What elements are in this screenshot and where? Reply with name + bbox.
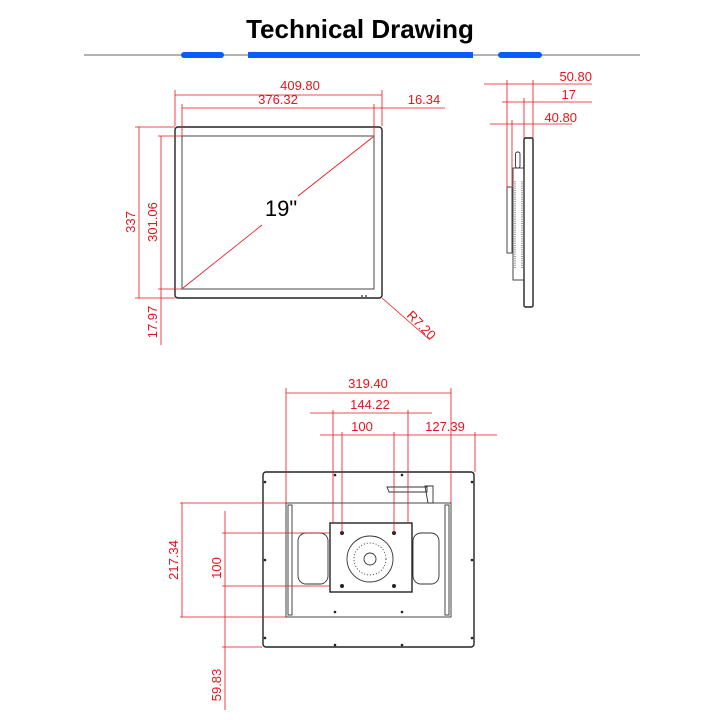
side-back-plate — [506, 186, 513, 254]
dim-total-depth: 50.80 — [559, 69, 592, 84]
screen-size-label: 19" — [265, 196, 297, 221]
side-view: 50.80 17 40.80 — [484, 69, 592, 308]
diagonal-line-upper — [297, 136, 374, 197]
back-extension-lines — [180, 388, 476, 648]
side-vent-fins — [514, 180, 523, 268]
back-view: 319.40 144.22 100 127.39 217.34 100 59.8… — [166, 376, 497, 710]
dim-vesa-h: 100 — [351, 419, 373, 434]
dim-corner-radius: R7.20 — [404, 308, 439, 343]
leader-corner-radius — [381, 297, 431, 341]
vesa-hole — [340, 584, 344, 588]
vesa-hole — [392, 584, 396, 588]
extension-lines — [135, 90, 383, 299]
page-title: Technical Drawing — [246, 14, 474, 44]
dim-panel-depth: 17 — [562, 87, 576, 102]
dim-back-depth: 40.80 — [544, 110, 577, 125]
turntable-disc — [346, 535, 394, 583]
monitor-outline — [174, 126, 383, 299]
side-extension-lines — [506, 80, 534, 188]
vent-grille-right — [412, 532, 440, 585]
center-hole — [363, 552, 377, 566]
dim-bottom-offset: 59.83 — [209, 669, 224, 702]
dim-screen-width: 376.32 — [258, 92, 298, 107]
housing-rail-right — [444, 504, 450, 616]
vesa-plate — [329, 522, 413, 593]
dim-vesa-outer: 144.22 — [350, 397, 390, 412]
led-dot — [365, 295, 367, 297]
turntable-holes — [353, 542, 387, 576]
dim-housing-width: 319.40 — [348, 376, 388, 391]
dim-bezel-side: 16.34 — [408, 92, 441, 107]
diagonal-line-lower — [182, 224, 263, 289]
back-housing — [285, 502, 452, 618]
side-front-panel — [523, 137, 534, 308]
dim-right-offset: 127.39 — [425, 419, 465, 434]
dim-vesa-v: 100 — [209, 557, 224, 579]
housing-rail-left — [287, 504, 293, 616]
led-dot — [361, 295, 363, 297]
dim-screen-height: 301.06 — [145, 202, 160, 242]
dim-overall-height: 337 — [123, 211, 138, 233]
dim-housing-height: 217.34 — [166, 540, 181, 580]
back-outer-frame — [262, 471, 475, 648]
side-antenna — [515, 151, 521, 169]
frame-screws — [263, 473, 474, 647]
screen-area — [181, 135, 375, 290]
vent-grille-left — [297, 532, 329, 585]
front-view: 19" 409.80 376.32 16.34 337 301.06 17.97… — [123, 78, 445, 345]
dim-overall-width: 409.80 — [280, 78, 320, 93]
dim-bezel-bottom: 17.97 — [145, 306, 160, 339]
back-antenna — [386, 485, 434, 504]
